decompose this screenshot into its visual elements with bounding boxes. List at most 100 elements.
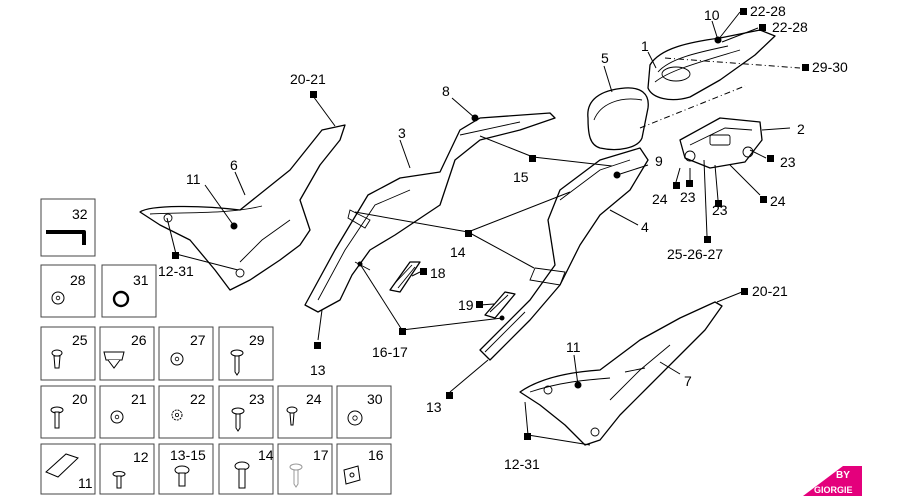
callout-12-31-right-text: 12-31 xyxy=(504,456,540,472)
callout-20-21-left: 20-21 xyxy=(290,71,326,98)
callout-12-31-left-text: 12-31 xyxy=(158,263,194,279)
screw-icon xyxy=(289,463,303,488)
callout-24-left-text: 24 xyxy=(652,191,668,207)
callout-18-text: 18 xyxy=(430,265,446,281)
hw-cell-23: 23 xyxy=(218,385,274,439)
callout-8: 8 xyxy=(442,83,450,99)
hw-cell-12-label: 12 xyxy=(133,449,149,465)
washer-icon xyxy=(347,410,363,426)
hw-cell-31-label: 31 xyxy=(133,272,149,288)
hw-cell-28: 28 xyxy=(40,264,96,318)
callout-23-lower: 23 xyxy=(712,200,728,218)
callout-15-text: 15 xyxy=(513,169,529,185)
hw-cell-14: 14 xyxy=(218,443,274,495)
callout-5: 5 xyxy=(601,50,609,66)
callout-11-right: 11 xyxy=(566,339,581,355)
callout-13-right-text: 13 xyxy=(426,399,442,415)
hw-cell-25: 25 xyxy=(40,326,96,381)
logo-brand-text: GIORGIE xyxy=(814,485,853,495)
hw-cell-20-label: 20 xyxy=(72,391,88,407)
hw-cell-30-label: 30 xyxy=(367,391,383,407)
callout-14-text: 14 xyxy=(450,244,466,260)
callout-23-center: 23 xyxy=(680,180,696,205)
callout-labels: 1 2 3 4 5 6 7 8 9 10 11 11 12-31 12-31 1… xyxy=(158,3,848,472)
callout-25-26-27: 25-26-27 xyxy=(667,236,723,262)
part-2-seat-bracket xyxy=(679,117,763,169)
hw-cell-25-label: 25 xyxy=(72,332,88,348)
callout-15: 15 xyxy=(513,155,536,185)
hw-cell-20: 20 xyxy=(40,385,96,439)
adhesive-pad-icon xyxy=(45,453,79,478)
part-7-fairing xyxy=(519,301,723,446)
callout-9: 9 xyxy=(655,153,663,169)
callout-6: 6 xyxy=(230,157,238,173)
screw-icon xyxy=(230,349,244,376)
washer-icon xyxy=(51,291,65,305)
callout-12-31-right: 12-31 xyxy=(504,433,540,472)
pin-icon xyxy=(50,406,64,429)
callout-4: 4 xyxy=(641,219,649,235)
callout-13-left-text: 13 xyxy=(310,362,326,378)
hw-cell-16: 16 xyxy=(336,443,392,495)
hex-key-icon xyxy=(46,230,86,245)
clip-nut-icon xyxy=(103,351,125,369)
part-6-fairing xyxy=(139,124,346,291)
hw-cell-27: 27 xyxy=(158,326,214,381)
hw-cell-12: 12 xyxy=(99,443,155,495)
callout-24-right-text: 24 xyxy=(770,193,786,209)
hw-cell-30: 30 xyxy=(336,385,392,439)
hw-cell-16-label: 16 xyxy=(368,447,384,463)
hw-cell-22: 22 xyxy=(158,385,214,439)
push-rivet-icon xyxy=(286,406,298,426)
hw-cell-11-label: 11 xyxy=(78,475,93,491)
hw-cell-29-label: 29 xyxy=(249,332,265,348)
hw-cell-11: 11 xyxy=(40,443,96,495)
logo-by-text: BY xyxy=(836,470,850,481)
callout-11-left: 11 xyxy=(186,171,201,187)
hw-cell-29: 29 xyxy=(218,326,274,381)
callout-10: 10 xyxy=(704,7,720,23)
callout-29-30-text: 29-30 xyxy=(812,59,848,75)
hw-cell-21-label: 21 xyxy=(131,391,147,407)
callout-29-30: 29-30 xyxy=(802,59,848,75)
callout-13-right: 13 xyxy=(426,392,453,415)
bolt-icon xyxy=(234,461,250,489)
callout-13-left: 13 xyxy=(310,342,326,378)
star-washer-icon xyxy=(171,409,183,421)
callout-22-28-mid-text: 22-28 xyxy=(772,19,808,35)
hw-cell-22-label: 22 xyxy=(190,391,206,407)
callout-18: 18 xyxy=(420,265,446,281)
callout-22-28-top-text: 22-28 xyxy=(750,3,786,19)
callout-16-17-text: 16-17 xyxy=(372,344,408,360)
callout-1: 1 xyxy=(641,38,649,54)
callout-25-26-27-text: 25-26-27 xyxy=(667,246,723,262)
hw-cell-32-label: 32 xyxy=(72,206,88,222)
hw-cell-27-label: 27 xyxy=(190,332,206,348)
callout-12-31-left: 12-31 xyxy=(158,252,194,279)
hw-cell-26: 26 xyxy=(99,326,155,381)
callout-7: 7 xyxy=(684,373,692,389)
hw-cell-32: 32 xyxy=(40,198,96,257)
callout-23-right-text: 23 xyxy=(780,154,796,170)
screw-icon xyxy=(112,471,126,489)
screw-icon xyxy=(231,407,245,432)
callout-19-text: 19 xyxy=(458,297,474,313)
washer-icon xyxy=(110,410,124,424)
callout-20-21-right: 20-21 xyxy=(741,283,788,299)
callout-24-right: 24 xyxy=(760,193,786,209)
hardware-grid: 32 28 31 25 xyxy=(40,198,392,495)
callout-19: 19 xyxy=(458,297,483,313)
callout-23-right: 23 xyxy=(767,154,796,170)
hw-cell-28-label: 28 xyxy=(70,272,86,288)
part-18-latch xyxy=(389,261,421,293)
hw-cell-13-15-label: 13-15 xyxy=(170,447,206,463)
hw-cell-24: 24 xyxy=(277,385,333,439)
callout-20-21-left-text: 20-21 xyxy=(290,71,326,87)
callout-23-lower-text: 23 xyxy=(712,202,728,218)
screw-washer-icon xyxy=(51,349,63,369)
part-5-seat-pad xyxy=(587,87,649,151)
callout-20-21-right-text: 20-21 xyxy=(752,283,788,299)
callout-22-28-top: 22-28 xyxy=(740,3,786,19)
